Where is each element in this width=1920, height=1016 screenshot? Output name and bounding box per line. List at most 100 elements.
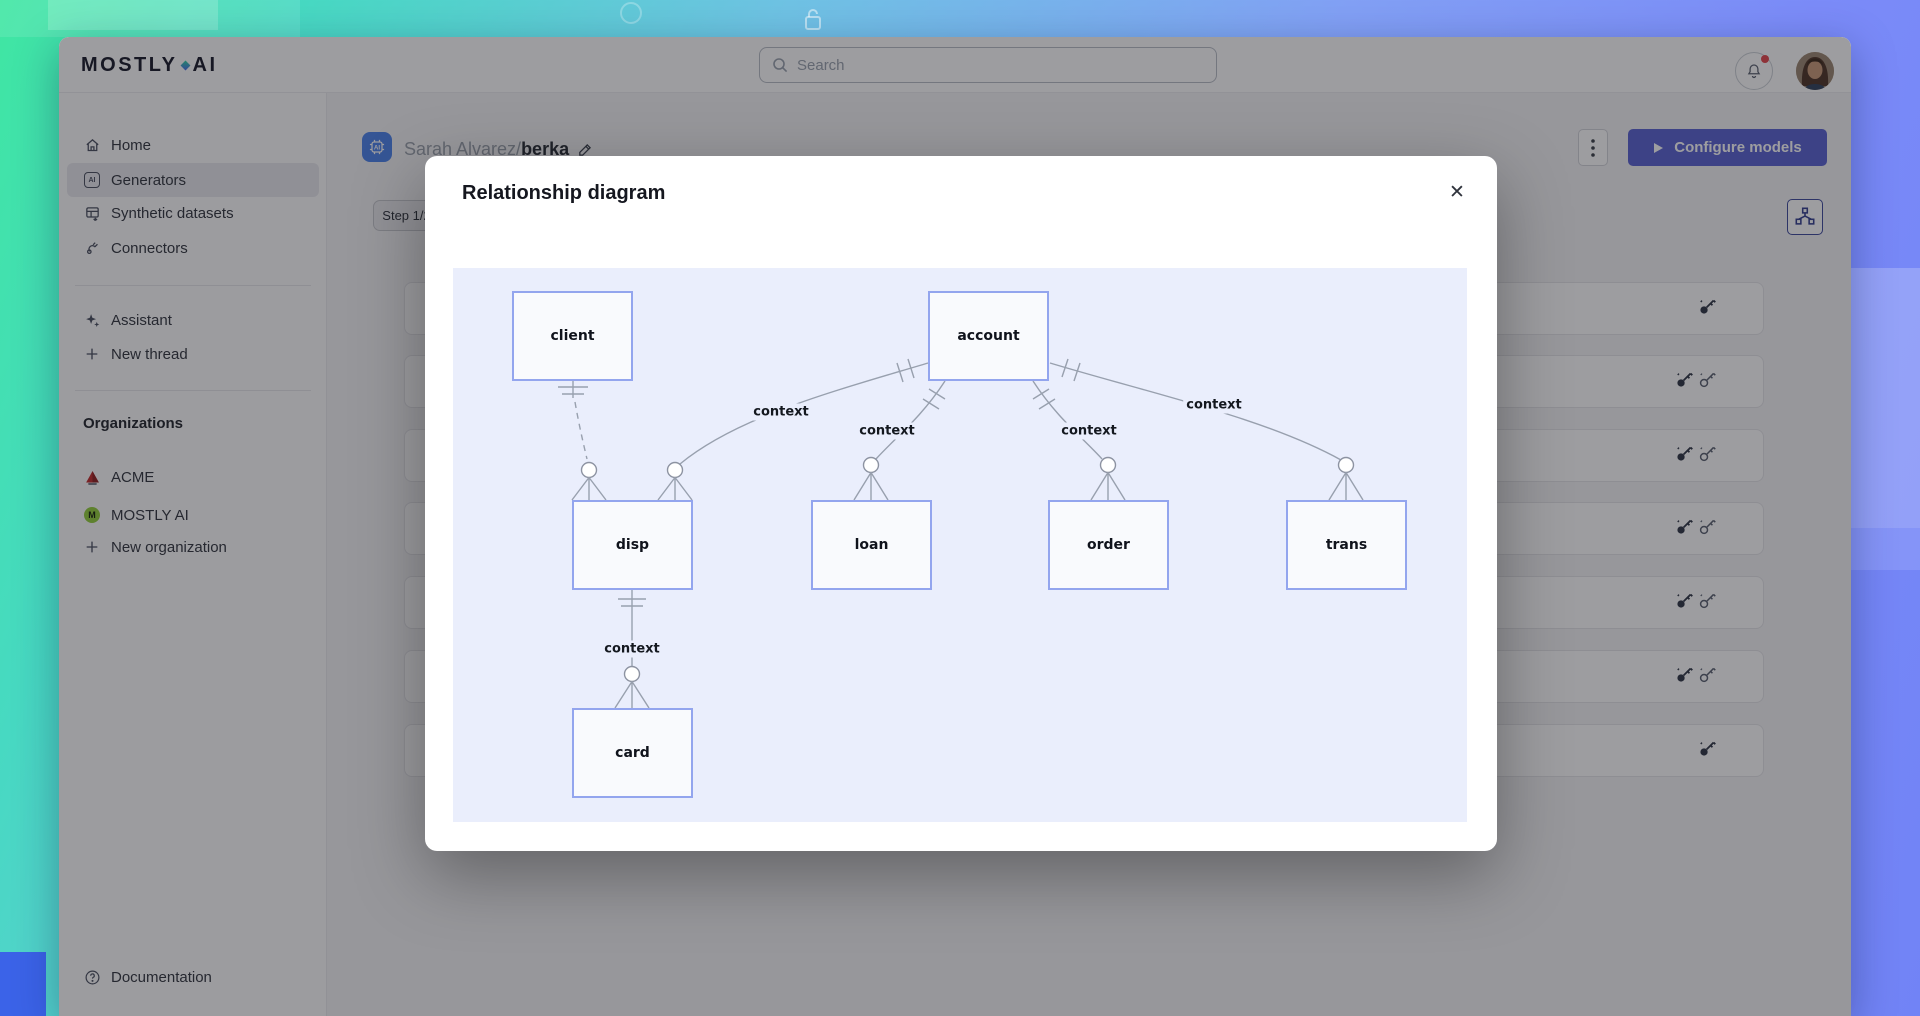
breadcrumb-owner: Sarah Alvarez/ [404, 139, 522, 159]
edge-client-disp [558, 381, 607, 501]
modal-title: Relationship diagram [462, 182, 666, 204]
key-icons [1698, 739, 1717, 763]
sidebar-item-label: MOSTLY AI [111, 506, 189, 524]
app-window: MOSTLY AI [59, 37, 1851, 1016]
sidebar-item-home[interactable]: Home [67, 128, 319, 162]
bell-icon [1747, 64, 1761, 79]
plus-icon [83, 345, 101, 363]
ai-chip-icon: AI [369, 139, 385, 155]
sidebar-item-assistant[interactable]: Assistant [67, 303, 319, 337]
primary-key-icon [1676, 519, 1693, 534]
sidebar-item-label: New organization [111, 538, 227, 556]
primary-key-icon [1676, 446, 1693, 461]
key-icons [1698, 297, 1717, 321]
primary-key-icon [1676, 372, 1693, 387]
avatar-image [1796, 52, 1834, 90]
entity-trans[interactable]: trans [1286, 500, 1407, 590]
configure-models-button[interactable]: Configure models [1628, 129, 1827, 166]
diagram-canvas[interactable]: client account disp loan order trans car… [453, 268, 1467, 822]
sidebar-item-generators[interactable]: AI Generators [67, 163, 319, 197]
help-icon [83, 968, 101, 986]
sidebar-item-org-mostly-ai[interactable]: M MOSTLY AI [67, 498, 319, 532]
more-actions-button[interactable] [1578, 129, 1608, 166]
generator-type-icon: AI [362, 132, 392, 162]
entity-order[interactable]: order [1048, 500, 1169, 590]
sidebar-item-new-thread[interactable]: New thread [67, 337, 319, 371]
brand-logo[interactable]: MOSTLY AI [81, 37, 218, 93]
sparkle-icon [83, 311, 101, 329]
configure-models-label: Configure models [1674, 139, 1802, 156]
sidebar-item-org-acme[interactable]: ACME [67, 460, 319, 494]
key-icons [1675, 517, 1717, 541]
relationship-diagram-modal: Relationship diagram ✕ [425, 156, 1497, 851]
entity-card[interactable]: card [572, 708, 693, 798]
edge-account-disp [657, 358, 929, 501]
edge-label-context: context [1183, 396, 1245, 414]
sidebar-item-label: Synthetic datasets [111, 204, 234, 222]
topbar: MOSTLY AI [59, 37, 1851, 93]
mostly-org-logo: M [83, 506, 101, 524]
notification-dot [1761, 55, 1769, 63]
acme-logo [83, 468, 101, 486]
primary-key-icon [1700, 741, 1716, 756]
edit-pencil-icon[interactable] [577, 141, 594, 158]
wallpaper-ring [620, 2, 642, 24]
foreign-key-icon [1699, 593, 1716, 608]
search-bar[interactable] [759, 47, 1217, 83]
sidebar: Home AI Generators Synthetic datasets Co… [59, 93, 327, 1016]
foreign-key-icon [1699, 519, 1716, 534]
search-icon [773, 58, 788, 73]
primary-key-icon [1676, 667, 1693, 682]
generators-icon: AI [83, 171, 101, 189]
kebab-icon [1591, 138, 1595, 157]
sidebar-item-new-organization[interactable]: New organization [67, 530, 319, 564]
close-icon[interactable]: ✕ [1443, 178, 1471, 206]
plus-icon [83, 538, 101, 556]
organizations-heading: Organizations [83, 415, 184, 432]
breadcrumb: Sarah Alvarez/berka [404, 139, 594, 160]
sidebar-divider [75, 285, 311, 286]
wallpaper-highlight-block [48, 0, 218, 30]
foreign-key-icon [1699, 372, 1716, 387]
sidebar-divider [75, 390, 311, 391]
brand-right: AI [192, 53, 218, 76]
sidebar-item-label: ACME [111, 468, 155, 486]
edge-label-context: context [856, 422, 918, 440]
sidebar-item-label: Documentation [111, 968, 212, 986]
entity-loan[interactable]: loan [811, 500, 932, 590]
wallpaper-highlight-strip [0, 0, 300, 37]
edge-label-context: context [1058, 422, 1120, 440]
entity-disp[interactable]: disp [572, 500, 693, 590]
datasets-icon [83, 204, 101, 222]
foreign-key-icon [1699, 667, 1716, 682]
step-tab-label: Step 1/2 [382, 208, 431, 223]
svg-text:AI: AI [374, 144, 381, 151]
entity-client[interactable]: client [512, 291, 633, 381]
play-icon [1654, 142, 1664, 153]
edge-account-order [1032, 380, 1126, 501]
sidebar-item-connectors[interactable]: Connectors [67, 231, 319, 265]
sidebar-item-label: Connectors [111, 239, 188, 257]
primary-key-icon [1676, 593, 1693, 608]
sidebar-item-label: Home [111, 136, 152, 154]
sidebar-item-documentation[interactable]: Documentation [67, 960, 319, 994]
key-icons [1675, 444, 1717, 468]
primary-key-icon [1700, 299, 1716, 314]
sidebar-item-synthetic-datasets[interactable]: Synthetic datasets [67, 196, 319, 230]
edge-label-context: context [750, 403, 812, 421]
wallpaper-right-block [1851, 268, 1920, 528]
lock-icon [805, 9, 821, 30]
key-icons [1675, 370, 1717, 394]
user-avatar[interactable] [1796, 52, 1834, 90]
key-icons [1675, 591, 1717, 615]
sidebar-item-label: Assistant [111, 311, 172, 329]
foreign-key-icon [1699, 446, 1716, 461]
notifications-button[interactable] [1735, 52, 1773, 90]
relationship-diagram-button[interactable] [1787, 199, 1823, 235]
search-input[interactable] [797, 56, 1204, 74]
edge-account-loan [853, 380, 946, 501]
hierarchy-icon [1795, 207, 1815, 225]
sidebar-item-label: Generators [111, 171, 187, 189]
entity-account[interactable]: account [928, 291, 1049, 381]
key-icons [1675, 665, 1717, 689]
